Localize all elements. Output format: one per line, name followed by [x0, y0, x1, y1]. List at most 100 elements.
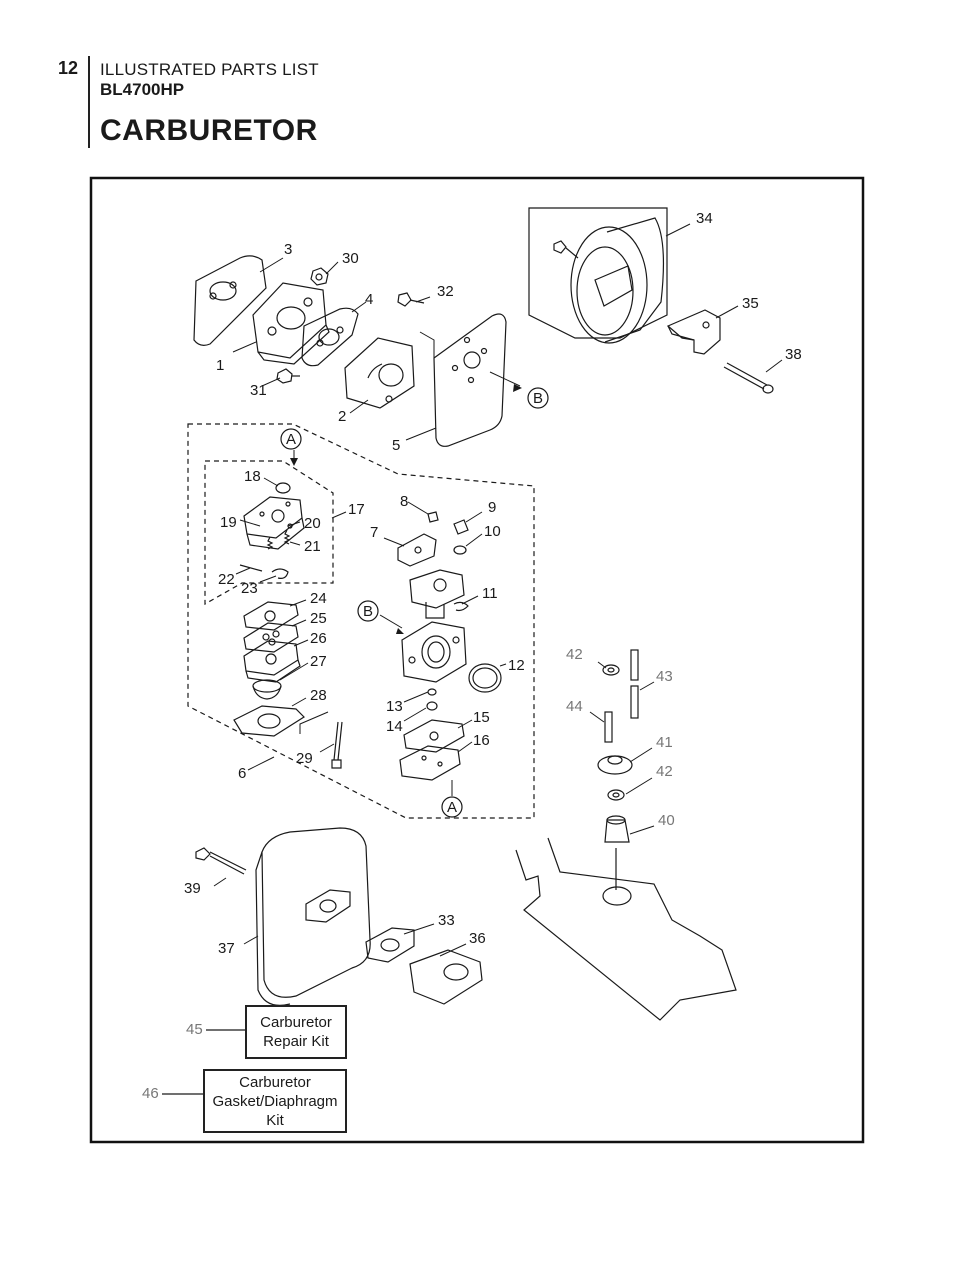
callout-37: 37 [218, 940, 235, 957]
callout-26: 26 [310, 630, 327, 647]
model-number: BL4700HP [100, 80, 185, 99]
ref-a-bottom: A [447, 799, 457, 816]
callout-41: 41 [656, 734, 673, 751]
callout-18: 18 [244, 468, 261, 485]
section-title: ILLUSTRATED PARTS LIST [100, 60, 319, 79]
kit-leader-lines [162, 1029, 245, 1095]
callout-9: 9 [488, 499, 496, 516]
callout-10: 10 [484, 523, 501, 540]
choke-lever-part [397, 533, 437, 567]
ref-b-body: B [363, 603, 373, 620]
callout-4: 4 [365, 291, 373, 308]
callout-32: 32 [437, 283, 454, 300]
nut-part [310, 267, 329, 286]
callout-8: 8 [400, 493, 408, 510]
metering-diaphragm-part [399, 745, 461, 781]
cushion-washer-part [602, 664, 625, 801]
callout-2: 2 [338, 408, 346, 425]
callout-20: 20 [304, 515, 321, 532]
long-bolt-part [723, 362, 774, 394]
callout-31: 31 [250, 382, 267, 399]
engine-housing-part [515, 837, 737, 1021]
callout-28: 28 [310, 687, 327, 704]
callout-43: 43 [656, 668, 673, 685]
pump-subassembly-outline [204, 460, 334, 606]
callout-34: 34 [696, 210, 713, 227]
carburetor-body-part [401, 621, 467, 683]
damper-part [604, 815, 630, 843]
flywheel-region [528, 207, 668, 339]
gasket-kit-box: Carburetor Gasket/Diaphragm Kit [203, 1069, 347, 1133]
heat-shield-plate-part [433, 313, 507, 447]
header-divider [88, 56, 90, 148]
muffler-gasket-part [365, 927, 415, 963]
guide-pin-part [604, 649, 639, 743]
diaphragm-gasket-part [243, 601, 299, 631]
primer-bulb-part [252, 679, 282, 700]
callout-12: 12 [508, 657, 525, 674]
carb-bolt-part [331, 721, 343, 769]
ref-b-plate: B [533, 390, 543, 407]
callout-19: 19 [220, 514, 237, 531]
callout-25: 25 [310, 610, 327, 627]
callout-30: 30 [342, 250, 359, 267]
callout-22: 22 [218, 571, 235, 588]
exhaust-deflector-part [409, 949, 483, 1005]
screw-part [397, 292, 425, 307]
gasket-kit-line3: Kit [266, 1111, 284, 1129]
muffler-bolt-part [195, 847, 247, 875]
callout-labels: 1 2 3 4 5 6 7 8 9 10 11 12 13 14 15 16 1… [142, 210, 802, 1102]
mount-part [597, 755, 633, 775]
pin-part [239, 564, 263, 572]
pump-body-part [243, 640, 301, 683]
gasket-kit-line1: Carburetor [239, 1073, 311, 1091]
arrow-heads [290, 384, 522, 634]
callout-44: 44 [566, 698, 583, 715]
ref-circle-b-body [357, 600, 379, 622]
callout-14: 14 [386, 718, 403, 735]
insulator-part [252, 282, 330, 365]
callout-38: 38 [785, 346, 802, 363]
small-screw-part [427, 511, 439, 523]
callout-7: 7 [370, 524, 378, 541]
ref-circle-a-bottom [441, 796, 463, 818]
primer-cover-part [233, 705, 305, 737]
flywheel-bolt-part [553, 240, 579, 259]
callout-27: 27 [310, 653, 327, 670]
spring-part [266, 529, 291, 550]
callout-42-bottom: 42 [656, 763, 673, 780]
callout-29: 29 [296, 750, 313, 767]
callout-21: 21 [304, 538, 321, 555]
intake-o-ring-part [468, 663, 502, 693]
callout-11: 11 [482, 585, 498, 602]
callout-36: 36 [469, 930, 486, 947]
washer-part [453, 545, 467, 555]
callout-35: 35 [742, 295, 759, 312]
repair-kit-line2: Repair Kit [263, 1033, 329, 1050]
callout-24: 24 [310, 590, 327, 607]
o-ring-small-part [275, 482, 291, 494]
callout-17: 17 [348, 501, 365, 518]
adjusting-screw-part [453, 519, 469, 535]
callout-39: 39 [184, 880, 201, 897]
throttle-body-part [409, 569, 465, 619]
needle-part [427, 688, 437, 696]
callout-42-top: 42 [566, 646, 583, 663]
muffler-part [255, 827, 371, 1006]
callout-45: 45 [186, 1021, 203, 1038]
leader-lines [213, 223, 783, 957]
carburetor-assembly-outline [187, 423, 535, 819]
filter-screen-part [426, 701, 438, 711]
page-title: CARBURETOR [100, 114, 318, 147]
callout-6: 6 [238, 765, 246, 782]
callout-33: 33 [438, 912, 455, 929]
pump-cover-part [243, 496, 305, 550]
callout-40: 40 [658, 812, 675, 829]
ref-circle-b-plate [527, 387, 549, 409]
insulator-gasket-part [193, 255, 267, 346]
gasket-kit-line2: Gasket/Diaphragm [212, 1092, 338, 1110]
carburetor-adapter-part [344, 337, 415, 409]
metering-gasket-part [403, 719, 465, 753]
ref-circle-a-top [280, 428, 302, 450]
